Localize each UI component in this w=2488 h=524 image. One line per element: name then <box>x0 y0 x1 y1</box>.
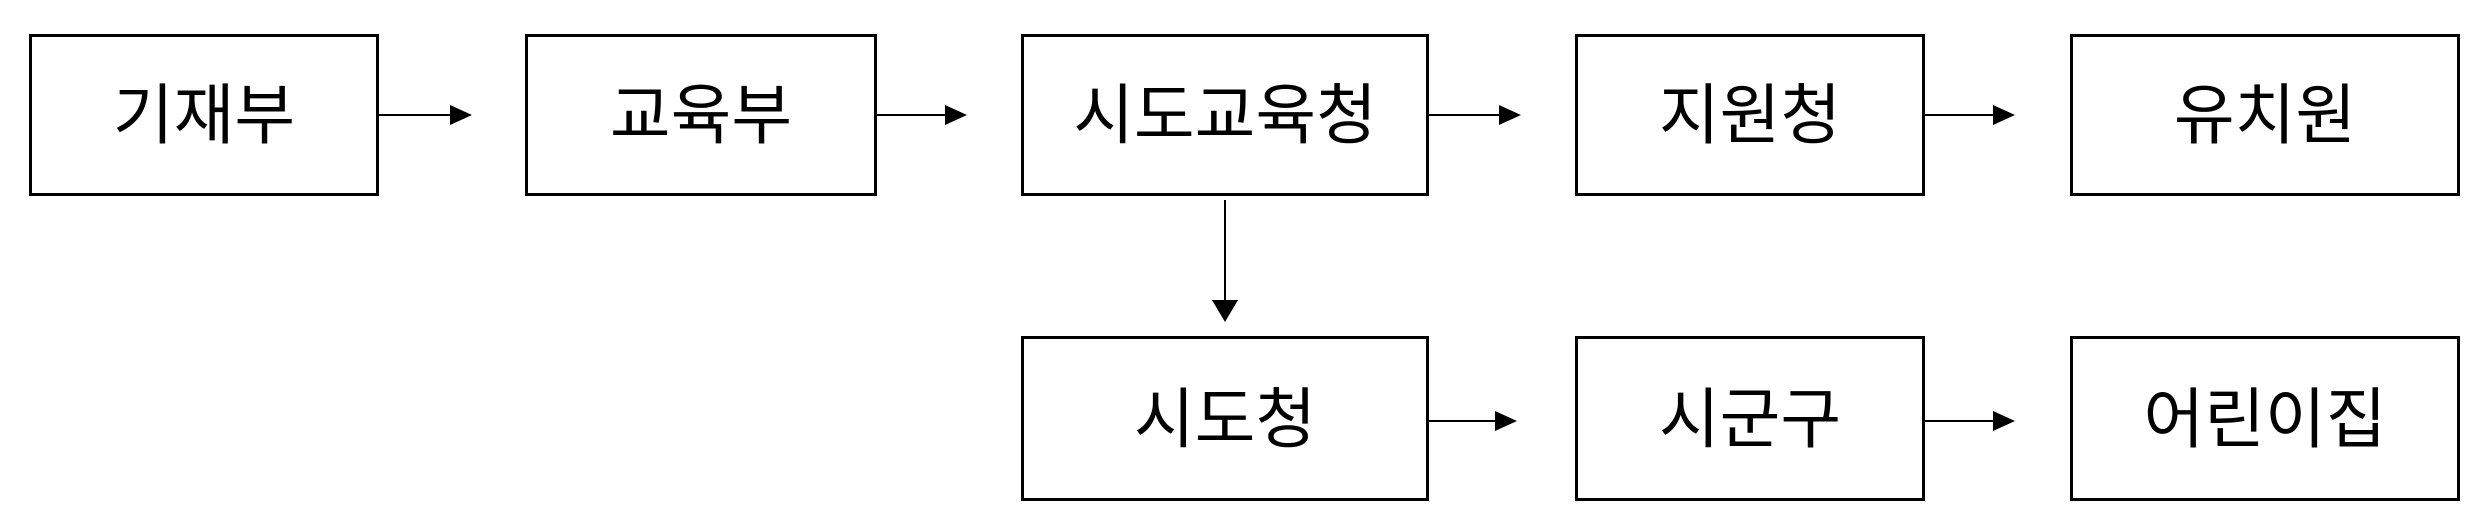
arrow-head-right-icon <box>450 105 472 125</box>
node-label: 시군구 <box>1658 381 1842 456</box>
arrow-line <box>379 114 451 116</box>
arrow-head-right-icon <box>945 105 967 125</box>
arrow-line <box>1925 114 1995 116</box>
node-label: 교육부 <box>609 78 793 152</box>
arrow-line <box>1429 114 1501 116</box>
arrow-head-right-icon <box>1499 105 1521 125</box>
node-sidocheong: 시도청 <box>1021 336 1429 501</box>
arrow-head-right-icon <box>1993 411 2015 431</box>
node-sigungu: 시군구 <box>1575 336 1925 501</box>
node-gyoyukbu: 교육부 <box>525 34 877 196</box>
node-label: 기재부 <box>112 78 296 152</box>
node-sido-gyoyukcheong: 시도교육청 <box>1021 34 1429 196</box>
node-label: 시도교육청 <box>1073 78 1377 152</box>
arrow-line <box>877 114 947 116</box>
arrow-line <box>1224 200 1226 302</box>
node-label: 지원청 <box>1658 78 1842 152</box>
arrow-head-right-icon <box>1495 411 1517 431</box>
node-label: 시도청 <box>1133 381 1317 456</box>
node-jiwoncheong: 지원청 <box>1575 34 1925 196</box>
arrow-head-down-icon <box>1212 300 1238 322</box>
node-label: 유치원 <box>2173 78 2357 152</box>
node-gijaebu: 기재부 <box>29 34 379 196</box>
node-yuchiwon: 유치원 <box>2070 34 2460 196</box>
arrow-line <box>1429 420 1497 422</box>
arrow-line <box>1925 420 1995 422</box>
arrow-head-right-icon <box>1993 105 2015 125</box>
node-eorinijip: 어린이집 <box>2070 336 2460 501</box>
node-label: 어린이집 <box>2143 381 2387 456</box>
